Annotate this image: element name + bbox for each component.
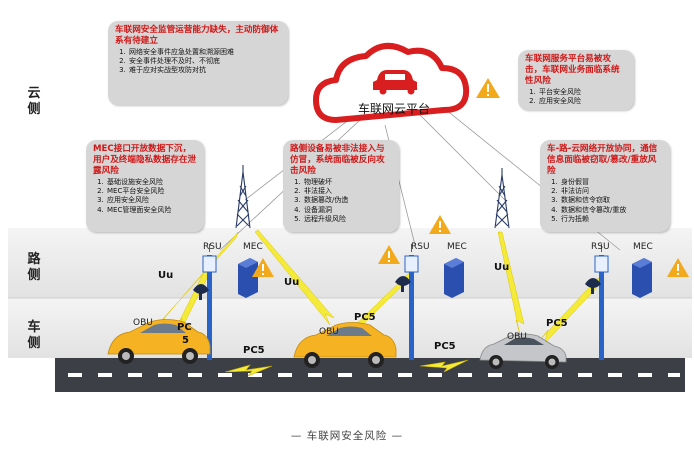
rsu-pole-3 [594, 244, 609, 360]
warn-icon-vrc [429, 215, 451, 234]
bubble-mec-title: MEC接口开放数据下沉，用户及终端隐私数据存在泄露风险 [93, 144, 197, 176]
warn-icon-roadside [378, 245, 400, 264]
warn-icon-mec-right [667, 258, 689, 277]
list-item: 应用安全风险 [538, 97, 627, 106]
pc5-label-split-b: 5 [182, 335, 189, 346]
car-obu-1 [107, 319, 211, 364]
list-item: MEC管理面安全风险 [106, 206, 197, 215]
road-zone-band [8, 228, 692, 298]
list-item: 行为抵赖 [560, 215, 663, 224]
bubble-mec-list: 基础设施安全风险 MEC平台安全风险 应用安全风险 MEC管理面安全风险 [93, 178, 197, 215]
car-obu-2 [293, 322, 397, 368]
bubble-cloud-left-list: 网络安全事件应急处置和溯源困难 安全事件处理不及时、不彻底 难于应对实战型攻防对… [115, 48, 281, 76]
uu-label-right: Uu [494, 262, 510, 273]
pc5-label-split-a: PC [177, 322, 192, 333]
dish-2 [395, 276, 411, 292]
list-item: 设备漏洞 [303, 206, 392, 215]
pc5-label-v2v-1: PC5 [243, 345, 265, 356]
list-item: 数据和信令窃取 [560, 196, 663, 205]
list-item: 网络安全事件应急处置和溯源困难 [128, 48, 281, 57]
list-item: 数据篡改/伪造 [303, 196, 392, 205]
rsu-pole-2 [404, 244, 419, 360]
list-item: 非法接入 [303, 187, 392, 196]
list-item: 安全事件处理不及时、不彻底 [128, 57, 281, 66]
list-item: 数据和信令篡改/重放 [560, 206, 663, 215]
uu-bolt-mid [254, 229, 335, 326]
bubble-cloud-left-title: 车联网安全监管运营能力缺失，主动防御体系有待建立 [115, 25, 279, 46]
pc5-bolts [224, 359, 469, 377]
zone-label-cloud: 云 侧 [27, 86, 41, 117]
pc5-label-v2v-2: PC5 [434, 341, 456, 352]
dish-3 [585, 278, 601, 294]
pc5-label-road: PC5 [354, 312, 376, 323]
uu-bolts [149, 229, 603, 345]
rsu-label-3: RSU [591, 242, 610, 252]
cell-tower-right [494, 168, 510, 229]
obu-label-2: OBU [319, 327, 339, 337]
car-obu-3 [479, 333, 567, 369]
zone-label-road: 路 侧 [27, 252, 41, 283]
mec-label-1: MEC [243, 242, 263, 252]
rsu-label-1: RSU [203, 242, 222, 252]
mec-label-3: MEC [633, 242, 653, 252]
list-item: 远程升级风险 [303, 215, 392, 224]
mec-label-2: MEC [447, 242, 467, 252]
list-item: 基础设施安全风险 [106, 178, 197, 187]
warn-icon-cloud [476, 78, 500, 98]
bubble-mec: MEC接口开放数据下沉，用户及终端隐私数据存在泄露风险 基础设施安全风险 MEC… [86, 140, 204, 232]
zone-label-vehicle: 车 侧 [27, 320, 41, 351]
cloud-platform-label: 车联网云平台 [358, 102, 431, 116]
list-item: 应用安全风险 [106, 196, 197, 205]
bubble-cloud-right-list: 平台安全风险 应用安全风险 [525, 88, 627, 106]
bubble-roadside-list: 物理破坏 非法接入 数据篡改/伪造 设备漏洞 远程升级风险 [290, 178, 392, 224]
obu-label-1: OBU [133, 318, 153, 328]
road-lane-dashes [68, 373, 680, 377]
cell-tower-left [235, 165, 251, 229]
bubble-cloud-left: 车联网安全监管运营能力缺失，主动防御体系有待建立 网络安全事件应急处置和溯源困难… [108, 21, 288, 105]
warn-icon-mec-left [252, 258, 274, 277]
uu-label-mid: Uu [284, 277, 300, 288]
dish-1 [193, 284, 209, 300]
list-item: 物理破坏 [303, 178, 392, 187]
mec-box-1 [238, 258, 258, 298]
cloud-platform [313, 43, 470, 123]
list-item: 身份假冒 [560, 178, 663, 187]
list-item: 难于应对实战型攻防对抗 [128, 66, 281, 75]
bubble-vrc: 车-路-云网络开放协同，通信信息面临被窃取/篡改/重放风险 身份假冒 非法访问 … [540, 140, 670, 232]
pc5-label-rsu3: PC5 [546, 318, 568, 329]
bubble-cloud-right: 车联网服务平台易被攻击，车联网业务面临系统性风险 平台安全风险 应用安全风险 [518, 50, 634, 110]
bubble-vrc-title: 车-路-云网络开放协同，通信信息面临被窃取/篡改/重放风险 [547, 144, 658, 176]
figure-caption: — 车联网安全风险 — [290, 430, 404, 442]
list-item: 平台安全风险 [538, 88, 627, 97]
uu-label-left: Uu [158, 270, 174, 281]
mec-box-2 [444, 258, 464, 298]
obu-label-3: OBU [507, 332, 527, 342]
mec-box-3 [632, 258, 652, 298]
rsu-pole-1 [202, 244, 217, 360]
bubble-vrc-list: 身份假冒 非法访问 数据和信令窃取 数据和信令篡改/重放 行为抵赖 [547, 178, 663, 224]
list-item: MEC平台安全风险 [106, 187, 197, 196]
rsu-label-2: RSU [411, 242, 430, 252]
bubble-cloud-right-title: 车联网服务平台易被攻击，车联网业务面临系统性风险 [525, 54, 620, 86]
uu-bolt-right [497, 231, 525, 336]
bubble-roadside: 路侧设备易被非法接入与仿冒，系统面临被反向攻击风险 物理破坏 非法接入 数据篡改… [283, 140, 399, 232]
bubble-roadside-title: 路侧设备易被非法接入与仿冒，系统面临被反向攻击风险 [290, 144, 385, 176]
list-item: 非法访问 [560, 187, 663, 196]
